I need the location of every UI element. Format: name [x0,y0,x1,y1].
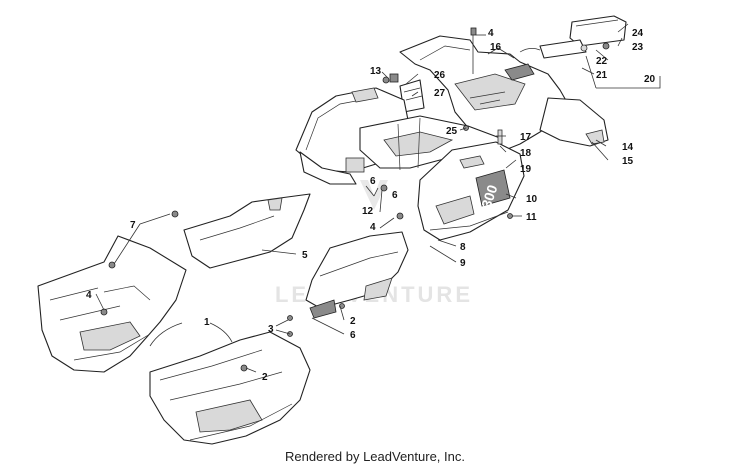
callouts: 1 2 2 3 4 4 4 5 6 6 6 7 8 9 10 11 12 13 … [86,28,656,383]
callout-23: 23 [632,42,644,53]
callout-5: 5 [302,250,308,261]
callout-10: 10 [526,194,538,205]
callout-15: 15 [622,156,634,167]
callout-12: 12 [362,206,374,217]
model-badge: 300 [478,183,501,210]
rear-fender-upper [399,35,609,151]
callout-7: 7 [130,220,136,231]
callout-16: 16 [490,42,502,53]
callout-19: 19 [520,164,532,175]
callout-4-mid: 4 [370,222,376,233]
right-side-panel-6 [305,231,409,319]
callout-13: 13 [370,66,382,77]
callout-4-top: 4 [488,28,494,39]
leader-lines [95,23,661,373]
callout-24: 24 [632,28,644,39]
callout-8: 8 [460,242,466,253]
callout-21: 21 [596,70,608,81]
callout-4-left: 4 [86,290,92,301]
callout-22: 22 [596,56,608,67]
callout-27: 27 [434,88,446,99]
callout-2-upper: 2 [350,316,356,327]
callout-6-lower: 6 [350,330,356,341]
callout-11: 11 [526,212,537,223]
side-panel-10: 300 [417,141,525,241]
callout-26: 26 [434,70,446,81]
hardware-fasteners [100,27,610,372]
callout-9: 9 [460,258,466,269]
callout-6-right: 6 [392,190,398,201]
left-footrest [37,235,187,373]
callout-25: 25 [446,126,458,137]
callout-14: 14 [622,142,634,153]
left-side-panel-5 [183,193,311,269]
right-footrest [149,331,311,445]
callout-1: 1 [204,317,210,328]
callout-20: 20 [644,74,656,85]
callout-3: 3 [268,324,274,335]
callout-2-lower: 2 [262,372,268,383]
taillight-assembly [519,15,627,59]
footer-attribution: Rendered by LeadVenture, Inc. [285,449,465,464]
callout-6-left: 6 [370,176,376,187]
callout-18: 18 [520,148,532,159]
callout-17: 17 [520,132,532,143]
